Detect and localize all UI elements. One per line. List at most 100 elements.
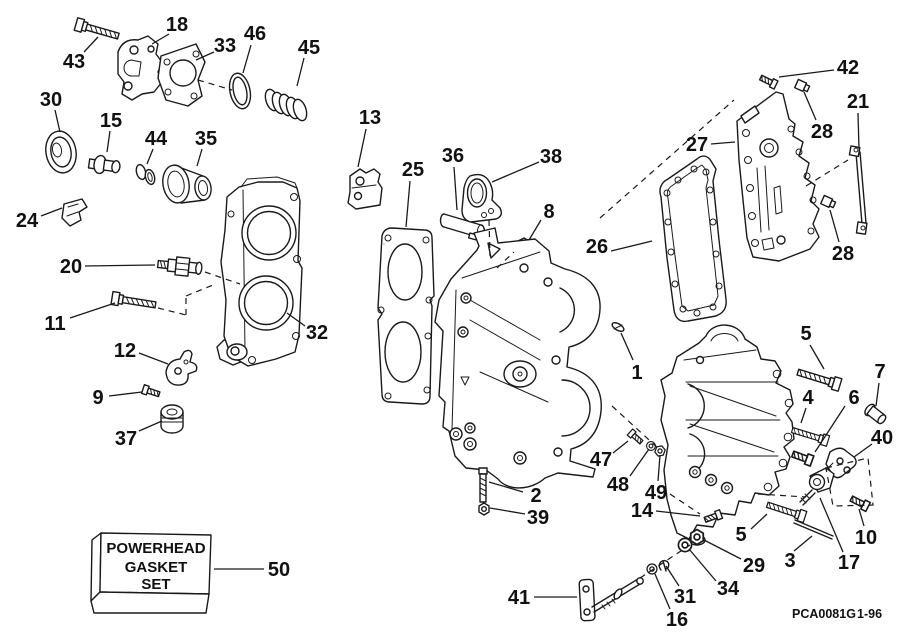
callout-leader-8 (528, 219, 542, 241)
callout-leader-28 (829, 209, 840, 243)
callout-leader-16 (654, 573, 671, 610)
dash-line (185, 284, 214, 297)
callout-leader-26 (610, 240, 653, 252)
callout-leader-31 (665, 565, 680, 587)
callout-47: 47 (590, 449, 612, 471)
part-clip-24 (61, 198, 88, 227)
callout-leader-37 (138, 420, 163, 432)
callout-41: 41 (508, 587, 530, 609)
callout-26: 26 (586, 236, 608, 258)
callout-leader-11 (69, 302, 116, 319)
callout-24: 24 (16, 210, 39, 232)
callout-leader-14 (655, 510, 701, 517)
callout-29: 29 (743, 555, 765, 577)
callout-leader-9 (108, 391, 143, 397)
gasket-set-box: POWERHEAD GASKET SET (90, 532, 212, 614)
callout-18: 18 (166, 14, 188, 36)
callout-leader-15 (106, 130, 111, 153)
part-retainer-38 (461, 173, 503, 223)
callout-31: 31 (674, 586, 696, 608)
dash-outline (825, 457, 874, 507)
part-retainer-40 (825, 447, 857, 479)
callout-28: 28 (811, 121, 833, 143)
callout-leader-5 (750, 513, 768, 530)
part-crankcase (434, 227, 602, 489)
callout-16: 16 (666, 609, 688, 631)
callout-25: 25 (402, 159, 424, 181)
callout-43: 43 (63, 51, 85, 73)
part-bracket-12 (165, 349, 198, 386)
part-bracket-13 (347, 168, 383, 210)
callout-32: 32 (306, 322, 328, 344)
figure-code: PCA0081G (792, 607, 856, 621)
callout-leader-32 (286, 312, 306, 327)
callout-leader-38 (491, 161, 540, 183)
callout-10: 10 (855, 527, 877, 549)
part-thermostat-housing-18 (117, 35, 163, 101)
callout-44: 44 (145, 128, 168, 150)
callout-leader-25 (405, 180, 411, 228)
figure-date: 1-96 (857, 607, 882, 621)
callout-8: 8 (543, 201, 554, 223)
callout-38: 38 (540, 146, 562, 168)
callout-leader-21 (857, 112, 860, 150)
callout-21: 21 (847, 91, 869, 113)
callout-leader-46 (242, 44, 252, 74)
part-seal-30 (45, 130, 77, 174)
dash-line (197, 79, 233, 91)
callout-39: 39 (527, 507, 549, 529)
part-plug-28-bottom (819, 194, 837, 209)
callout-leader-6 (814, 405, 846, 453)
part-fitting-7 (864, 403, 887, 425)
callout-leader-45 (296, 57, 305, 87)
dash-line (496, 251, 515, 269)
gasket-box-line-1: POWERHEAD (106, 540, 205, 557)
callout-leader-10 (858, 508, 865, 527)
callout-1: 1 (631, 362, 642, 384)
dash-line (639, 544, 691, 579)
part-oring-46 (228, 72, 252, 110)
callout-leader-43 (83, 36, 99, 53)
callout-50: 50 (268, 559, 290, 581)
callout-35: 35 (195, 128, 217, 150)
part-nut-39 (478, 502, 490, 516)
callout-9: 9 (92, 387, 103, 409)
callout-4: 4 (802, 387, 814, 409)
gasket-box-line-3: SET (141, 576, 170, 593)
callout-40: 40 (871, 427, 893, 449)
part-stud-2 (478, 467, 488, 503)
callout-leader-42 (778, 69, 835, 78)
callout-leader-35 (196, 148, 203, 167)
callout-leader-40 (853, 443, 873, 458)
part-washer-16 (646, 563, 658, 575)
part-grommet-37 (160, 404, 184, 434)
dash-line (805, 159, 849, 187)
dash-line (757, 493, 807, 498)
callout-leader-30 (54, 109, 61, 133)
callout-15: 15 (100, 110, 122, 132)
callout-14: 14 (631, 500, 654, 522)
callout-46: 46 (244, 23, 266, 45)
callout-leader-27 (710, 141, 736, 145)
callout-leader-44 (146, 148, 154, 165)
part-cylinder-block (660, 324, 795, 540)
part-link-41 (578, 577, 644, 622)
callout-36: 36 (442, 145, 464, 167)
callout-49: 49 (645, 482, 667, 504)
part-bypass-cover-27 (736, 91, 820, 262)
callout-leader-24 (40, 207, 63, 217)
callout-2: 2 (530, 485, 541, 507)
callout-leader-4 (800, 407, 807, 424)
callout-leader-28 (803, 91, 817, 121)
dash-line (157, 307, 187, 316)
part-cylinder-head-32 (216, 176, 303, 367)
callout-leader-29 (703, 539, 742, 560)
part-plug-28-top (793, 78, 811, 93)
callout-leader-47 (612, 440, 629, 454)
part-sensor-20 (156, 256, 203, 277)
callout-27: 27 (686, 134, 708, 156)
callout-leader-49 (657, 454, 661, 482)
callout-leader-2 (488, 481, 524, 493)
